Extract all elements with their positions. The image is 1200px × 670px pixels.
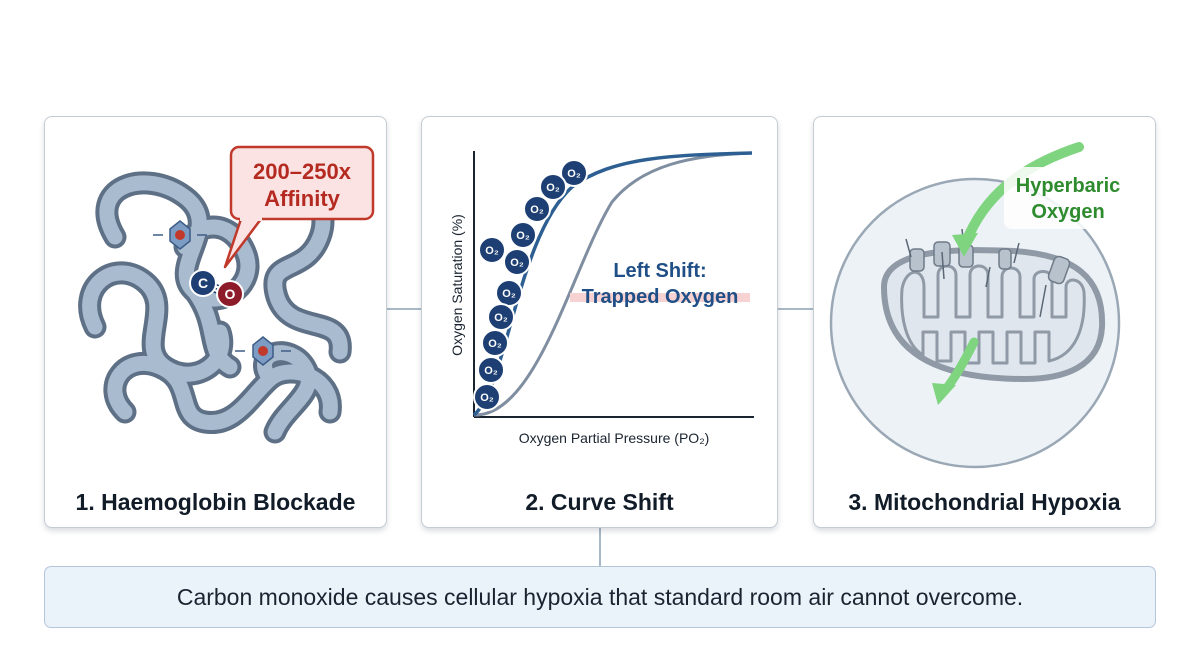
oxygen-label: O [225,286,236,302]
mitochondrion-cristae [900,264,1086,365]
o2-bubble-label: O₂ [502,288,516,300]
annotation-trapped-oxygen: Trapped Oxygen [582,286,739,308]
o2-bubble [477,356,505,384]
panel-haemoglobin-blockade: 200–250x Affinity C O 1. Haemoglobin Blo… [44,116,387,528]
panel-title-haemoglobin-blockade: 1. Haemoglobin Blockade [75,489,356,515]
o2-bubble [503,248,531,276]
hyperbaric-arrow-bottom-head [932,383,956,405]
o2-bubble [560,159,588,187]
connector-summary [599,528,601,566]
o2-bubble-label: O₂ [516,230,530,242]
summary-banner: Carbon monoxide causes cellular hypoxia … [44,566,1156,628]
o2-bubble [523,195,551,223]
heme-group-bottom [235,336,291,366]
normal-curve [473,151,753,417]
hyperbaric-label-backdrop [1004,167,1132,229]
y-axis-label: Oxygen Saturation (%) [449,214,465,356]
o2-bubble-label: O₂ [530,204,544,216]
o2-bubble-label: O₂ [494,312,508,324]
o2-bubble-label: O₂ [484,365,498,377]
o2-bubble [481,329,509,357]
o2-bubble-label: O₂ [485,245,499,257]
hyperbaric-label-line2: Oxygen [1031,201,1104,223]
heme-group-top [153,220,207,250]
hyperbaric-arrow-top-head [952,233,978,257]
x-axis-label: Oxygen Partial Pressure (PO₂) [519,430,710,446]
panel-title-mitochondrial-hypoxia: 3. Mitochondrial Hypoxia [848,489,1121,515]
callout-affinity-value: 200–250x [253,159,352,184]
haemoglobin-illustration: 200–250x Affinity C O [78,145,375,444]
mitochondria-illustration: Hyperbaric Oxygen [829,142,1132,469]
hyperbaric-label-line1: Hyperbaric [1016,175,1121,197]
callout-affinity-label: Affinity [264,186,341,211]
affinity-callout: 200–250x Affinity [223,145,375,269]
o2-bubble [478,236,506,264]
oxygen-atom [216,280,244,308]
o2-bubble [487,303,515,331]
o2-bubble [509,221,537,249]
o2-bubble-label: O₂ [546,182,560,194]
annotation-highlight [570,293,750,302]
o2-bubble-label: O₂ [567,168,581,180]
connector-1-2 [387,308,421,310]
panel-title-curve-shift: 2. Curve Shift [525,489,674,515]
o2-bubble [539,173,567,201]
panel-mitochondrial-hypoxia: Hyperbaric Oxygen 3. Mitochondrial Hypox… [813,116,1156,528]
carbon-label: C [198,275,208,291]
o2-bubble-label: O₂ [510,257,524,269]
o2-bubble [473,383,501,411]
carbon-atom [189,269,217,297]
carbon-monoxide-molecule: C O [189,269,244,308]
panel-curve-shift: Oxygen Saturation (%) Oxygen Partial Pre… [421,116,778,528]
o2-bubble-label: O₂ [480,392,494,404]
dissociation-curve-chart: Oxygen Saturation (%) Oxygen Partial Pre… [449,151,754,446]
o2-bubble-label: O₂ [488,338,502,350]
connector-2-3 [778,308,813,310]
annotation-left-shift: Left Shift: [613,260,706,282]
